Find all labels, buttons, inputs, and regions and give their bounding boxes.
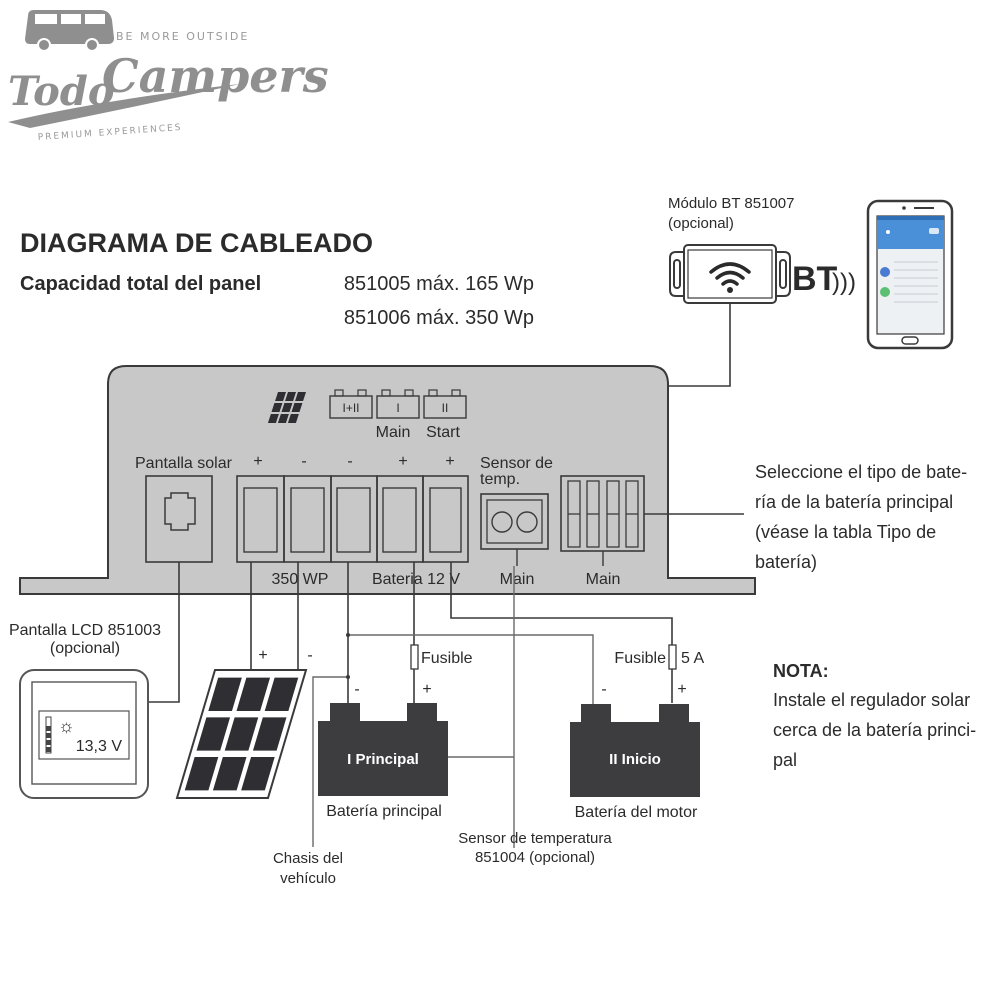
battery-select-icon-i: I Main — [376, 389, 420, 441]
battery-select-caption: Start — [426, 424, 460, 441]
logo-tagline-top: BE MORE OUTSIDE — [116, 30, 249, 43]
main-fuse-label: Fusible — [421, 650, 473, 667]
solar-cell — [196, 717, 231, 751]
terminal-polarity: - — [347, 453, 352, 470]
solar-minus: - — [307, 647, 312, 664]
battery-main: I Principal — [318, 703, 448, 796]
terminal-block — [236, 475, 469, 563]
battery-start-caption: Batería del motor — [575, 804, 698, 821]
wiring — [148, 562, 673, 848]
lcd-label-1: Pantalla LCD 851003 — [9, 622, 161, 639]
battery-select-caption: Main — [376, 424, 411, 441]
bt-cable — [668, 303, 731, 387]
note-line: cerca de la batería princi- — [773, 720, 976, 740]
battery-main-name: I Principal — [347, 751, 419, 768]
solar-cell — [264, 677, 299, 711]
battery-main-caption: Batería principal — [326, 803, 442, 820]
temp-sensor-label-2: 851004 (opcional) — [475, 849, 595, 866]
temp-sensor-port — [480, 493, 549, 566]
logo-tagline-bottom: PREMIUM EXPERIENCES — [38, 123, 183, 143]
lcd-label-2: (opcional) — [50, 640, 120, 657]
chassis-label-2: vehículo — [280, 870, 336, 887]
battery-start-minus: - — [601, 681, 606, 698]
terminal-polarity: + — [253, 453, 262, 470]
lcd-display: ☼ 13,3 V — [19, 669, 149, 799]
battery-start-plus: + — [677, 681, 686, 698]
logo-brand-second: Campers — [102, 49, 329, 103]
note-line: pal — [773, 750, 797, 770]
install-note: NOTA: Instale el regulador solar cerca d… — [773, 661, 976, 770]
battery-select-label: II — [442, 401, 449, 415]
battery-start: II Inicio — [570, 704, 700, 797]
terminal-polarity: + — [398, 453, 407, 470]
todo-campers-logo: BE MORE OUTSIDE Todo Campers PREMIUM EXP… — [8, 10, 329, 143]
panel-group-label: 350 WP — [272, 571, 329, 588]
lcd-voltage: 13,3 V — [76, 738, 123, 755]
solar-cell — [252, 717, 287, 751]
solar-panel — [175, 669, 308, 799]
chassis-label-1: Chasis del — [273, 850, 343, 867]
temp-sensor-caption: Main — [500, 571, 535, 588]
bluetooth-waves-icon: ))) — [832, 269, 856, 296]
battery-type-note: Seleccione el tipo de bate- ría de la ba… — [755, 462, 967, 572]
capacity-line-2: 851006 máx. 350 Wp — [344, 307, 534, 329]
terminal-polarity: + — [445, 453, 454, 470]
battery-type-line: ría de la batería principal — [755, 492, 953, 512]
solar-controller: I+II I Main II Start Pantalla solar + - … — [19, 365, 756, 595]
capacity-label: Capacidad total del panel — [20, 273, 261, 295]
bt-label: BT — [792, 260, 838, 298]
bt-module-label-1: Módulo BT 851007 — [668, 195, 794, 212]
sun-icon: ☼ — [58, 716, 75, 736]
battery-select-icon-i-ii: I+II — [329, 389, 373, 419]
start-fuse-label: Fusible — [614, 650, 666, 667]
temp-sensor-label-1: Sensor de — [480, 455, 553, 472]
solar-cell — [241, 757, 275, 791]
bt-module-label-2: (opcional) — [668, 215, 734, 232]
solar-plus: + — [258, 647, 267, 664]
solar-cell — [212, 757, 247, 791]
start-fuse-rating: 5 A — [681, 650, 704, 667]
battery-type-line: (véase la tabla Tipo de — [755, 522, 936, 542]
wifi-icon — [709, 262, 751, 293]
solar-cell — [236, 677, 271, 711]
capacity-line-1: 851005 máx. 165 Wp — [344, 273, 534, 295]
terminal-polarity: - — [301, 453, 306, 470]
solar-cell — [208, 677, 242, 711]
main-fuse-icon — [410, 644, 419, 670]
battery-group-label: Bateria 12 V — [372, 571, 460, 588]
battery-select-label: I+II — [342, 401, 359, 415]
battery-main-minus: - — [354, 681, 359, 698]
temp-sensor-label-1: Sensor de temperatura — [458, 830, 612, 847]
smartphone-icon — [866, 199, 954, 350]
battery-start-name: II Inicio — [609, 751, 661, 768]
battery-select-label: I — [396, 401, 399, 415]
solar-cell — [224, 717, 259, 751]
dip-switch-caption: Main — [586, 571, 621, 588]
temp-sensor-label-2: temp. — [480, 471, 520, 488]
battery-select-icon-ii: II Start — [423, 389, 467, 441]
note-line: Instale el regulador solar — [773, 690, 970, 710]
battery-type-line: Seleccione el tipo de bate- — [755, 462, 967, 482]
solar-display-label: Pantalla solar — [135, 455, 233, 472]
solar-cell — [184, 757, 219, 791]
battery-type-line: batería) — [755, 552, 817, 572]
battery-main-plus: + — [422, 681, 431, 698]
logo-swoosh — [8, 84, 240, 128]
solar-panel-icon — [267, 392, 306, 423]
bt-module — [669, 244, 791, 304]
page-title: DIAGRAMA DE CABLEADO — [20, 228, 373, 258]
van-icon — [25, 10, 114, 52]
start-fuse-icon — [668, 644, 677, 670]
note-title: NOTA: — [773, 661, 829, 681]
battery-level-icon — [45, 716, 52, 754]
